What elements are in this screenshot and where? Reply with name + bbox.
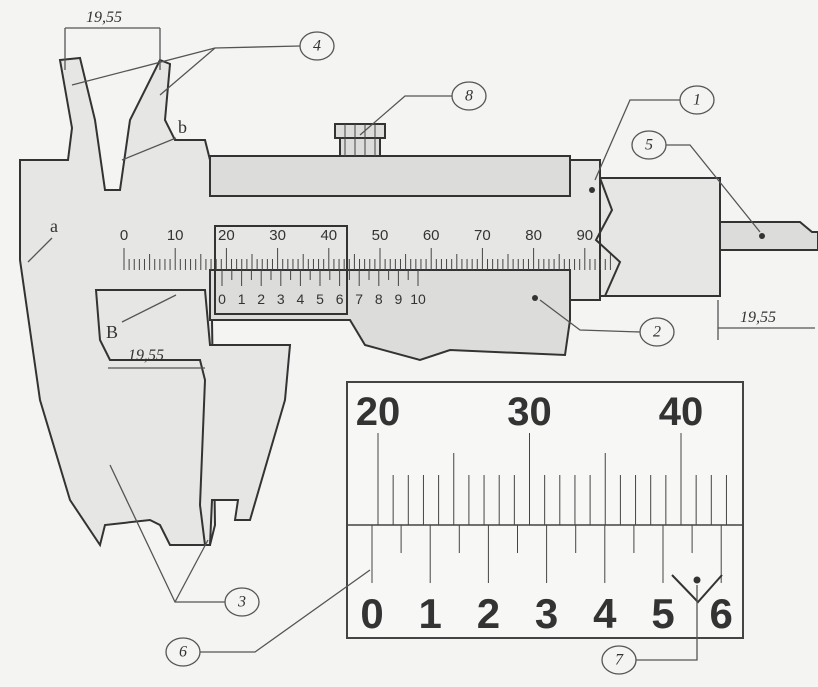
main-beam [599, 177, 721, 297]
main-scale-label: 80 [525, 227, 542, 244]
dimension-depth: 19,55 [717, 300, 815, 340]
main-scale-label: 90 [576, 227, 593, 244]
callout-6: 6 [165, 637, 201, 667]
main-scale-label: 0 [120, 227, 128, 244]
slider-top [209, 155, 571, 197]
letter-b: b [178, 117, 187, 137]
vernier-scale-label: 1 [238, 291, 246, 307]
svg-text:8: 8 [465, 88, 473, 105]
rod-dot [759, 233, 765, 239]
detail-main-label: 20 [356, 390, 401, 434]
svg-text:2: 2 [653, 324, 661, 341]
svg-text:7: 7 [615, 652, 624, 669]
detail-vernier-label: 6 [710, 590, 733, 637]
dimension-outer: 19,55 [64, 9, 161, 70]
vernier-window [214, 225, 348, 315]
vernier-scale-label: 8 [375, 291, 383, 307]
vernier-scale-label: 5 [316, 291, 324, 307]
alignment-dot [693, 576, 701, 584]
callout-8: 8 [451, 81, 487, 111]
main-scale: 0 10 20 30 40 50 60 70 80 90 [120, 227, 611, 270]
main-scale-label: 30 [269, 227, 286, 244]
detail-vernier-label: 0 [360, 590, 383, 637]
main-scale-label: 60 [423, 227, 440, 244]
slider-dot-2 [532, 295, 538, 301]
detail-main-scale: 20 30 40 [356, 390, 727, 525]
letter-B: B [106, 322, 118, 342]
vernier-scale-label: 7 [355, 291, 363, 307]
vernier-scale-label: 10 [410, 291, 426, 307]
callout-4: 4 [299, 31, 335, 61]
dimension-inner: 19,55 [108, 347, 205, 369]
thumb-screw [334, 123, 386, 157]
detail-vernier-label: 1 [419, 590, 442, 637]
svg-text:5: 5 [645, 137, 653, 154]
callout-5: 5 [631, 130, 667, 160]
main-scale-label: 10 [167, 227, 184, 244]
vernier-scale-label: 2 [257, 291, 265, 307]
letter-a: a [50, 216, 58, 236]
vernier-scale-label: 9 [395, 291, 403, 307]
detail-vernier-label: 5 [651, 590, 674, 637]
caliper-body [19, 56, 818, 548]
detail-main-label: 30 [507, 390, 552, 434]
svg-text:4: 4 [313, 38, 321, 55]
detail-vernier-label: 2 [477, 590, 500, 637]
slider-dot [589, 187, 595, 193]
vernier-scale-label: 0 [218, 291, 226, 307]
callout-2: 2 [639, 317, 675, 347]
main-scale-label: 20 [218, 227, 235, 244]
vernier-scale-label: 6 [336, 291, 344, 307]
callout-3: 3 [224, 587, 260, 617]
vernier-scale-label: 3 [277, 291, 285, 307]
detail-vernier-label: 3 [535, 590, 558, 637]
main-scale-label: 50 [372, 227, 389, 244]
callout-1: 1 [679, 85, 715, 115]
callout-7: 7 [601, 645, 637, 675]
svg-text:6: 6 [179, 644, 187, 661]
alignment-marker [671, 574, 723, 604]
slider-bottom [209, 269, 571, 362]
sliding-lower-jaw [94, 289, 292, 546]
detail-vernier-label: 4 [593, 590, 617, 637]
dim-depth-text: 19,55 [740, 309, 776, 326]
dim-inner-text: 19,55 [128, 347, 164, 364]
callout-leaders [71, 45, 761, 661]
beam-break [594, 177, 622, 297]
svg-text:3: 3 [237, 594, 246, 611]
detail-main-label: 40 [659, 390, 704, 434]
dim-outer-text: 19,55 [86, 9, 122, 26]
vernier-scale-label: 4 [297, 291, 305, 307]
main-scale-label: 40 [320, 227, 337, 244]
main-scale-label: 70 [474, 227, 491, 244]
depth-rod [719, 221, 818, 251]
svg-text:1: 1 [693, 92, 701, 109]
